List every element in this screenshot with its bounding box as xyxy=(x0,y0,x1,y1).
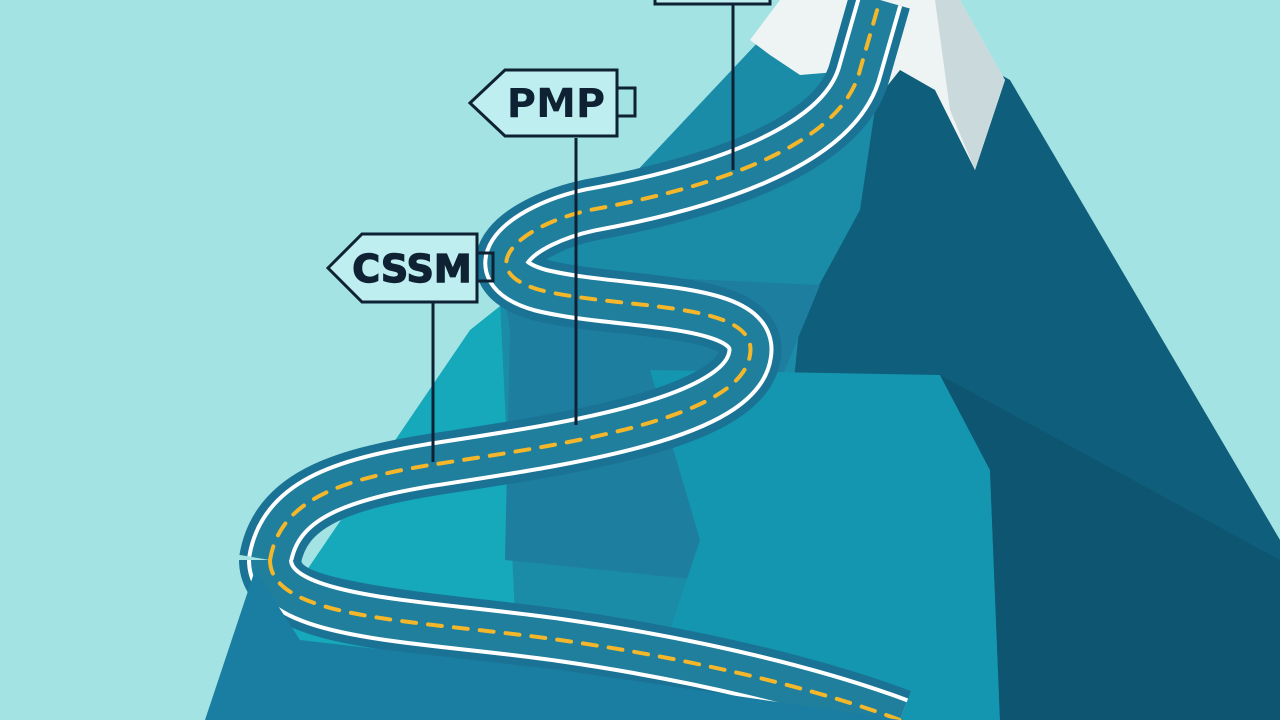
signpost-cssm: CSSM xyxy=(325,232,495,462)
pmp-sign-bracket xyxy=(615,86,637,118)
top-sign-board xyxy=(653,0,772,6)
road-center-dashes xyxy=(268,0,882,562)
snow-cap-shadow xyxy=(935,0,1005,170)
mountain-lower-shadow xyxy=(940,375,1280,720)
cssm-sign-label: CSSM xyxy=(352,247,471,291)
signpost-pmp: PMP xyxy=(467,68,637,425)
cssm-sign-bracket xyxy=(475,251,495,283)
mountain-lower-face xyxy=(640,370,1000,720)
cliff-wall-front xyxy=(205,570,900,720)
top-signpost xyxy=(653,0,772,170)
road-lower-dashes xyxy=(268,558,902,720)
pmp-sign-label: PMP xyxy=(507,81,605,127)
